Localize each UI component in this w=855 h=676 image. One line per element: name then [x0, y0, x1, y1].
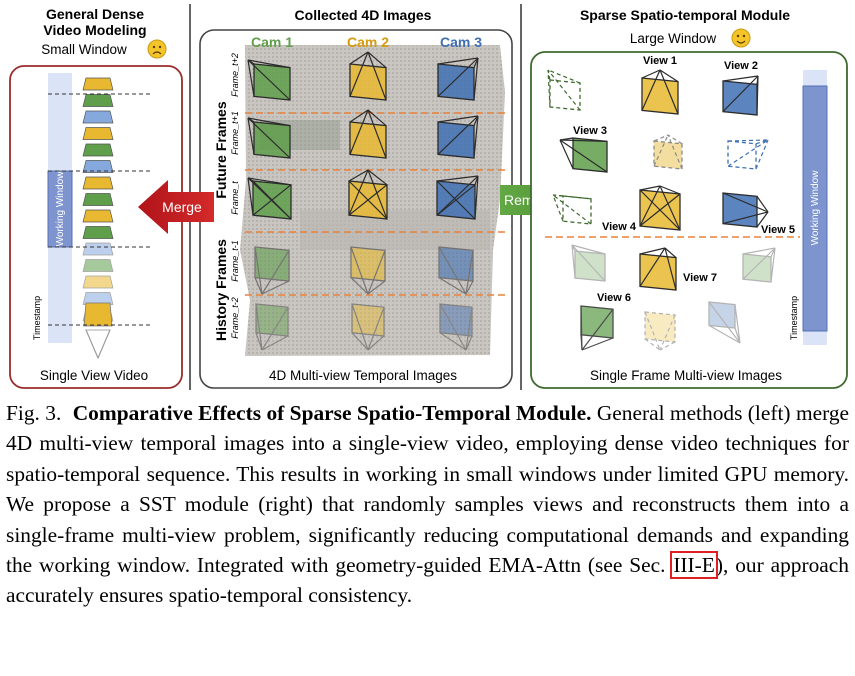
video-frame: [82, 292, 114, 305]
right-panel-box: [530, 51, 848, 389]
frame-label-t+2: Frame_t+2: [230, 53, 240, 97]
cam3-frustum: [436, 175, 479, 220]
video-frame: [82, 160, 114, 173]
working-window-large: [802, 85, 828, 332]
video-frame: [82, 176, 114, 190]
view5-label: View 5: [761, 224, 795, 236]
cam2-frustum: [349, 51, 387, 101]
view2-frustum: [722, 75, 759, 116]
video-frame: [82, 275, 114, 289]
view4-label: View 4: [602, 221, 637, 233]
merge-arrow: Merge: [138, 180, 214, 234]
view1-frustum: [641, 69, 679, 115]
view2-label: View 2: [724, 60, 758, 72]
figure-caption: Fig. 3. Comparative Effects of Sparse Sp…: [6, 398, 849, 611]
ghost-frustum: [552, 194, 592, 225]
cam1-frustum: [247, 117, 291, 159]
frame-label-t: Frame_t: [230, 181, 240, 215]
cam2-frustum: [351, 303, 385, 351]
right-panel: Sparse Spatio-temporal Module Large Wind…: [530, 7, 848, 389]
ghost-frustum: [547, 69, 581, 111]
cam2-frustum: [350, 246, 386, 295]
video-frame: [82, 193, 114, 206]
frame-label-t+1: Frame_t+1: [230, 111, 240, 155]
view6-label: View 6: [597, 292, 631, 304]
video-frame: [82, 209, 114, 223]
video-frame: [82, 94, 114, 107]
left-subtitle: Small Window: [41, 42, 127, 57]
comparison-figure: General Dense Video Modeling Small Windo…: [9, 4, 848, 390]
cam3-frustum: [437, 57, 479, 101]
ghost-frustum: [644, 311, 676, 351]
ghost-frustum: [727, 139, 769, 170]
cam1-frustum: [254, 246, 290, 295]
caption-title: Comparative Effects of Sparse Spatio-Tem…: [72, 401, 592, 425]
ghost-frustum: [708, 301, 741, 344]
cam2-frustum: [349, 109, 387, 159]
left-panel: General Dense Video Modeling Small Windo…: [9, 6, 183, 389]
video-frame: [83, 302, 113, 327]
middle-title: Collected 4D Images: [295, 7, 432, 23]
video-frame: [82, 110, 114, 124]
middle-footer: 4D Multi-view Temporal Images: [269, 368, 457, 383]
view4-frustum: [639, 185, 681, 231]
left-title-line2: Video Modeling: [43, 22, 146, 38]
frame-stack: [82, 77, 114, 327]
ghost-frustum: [653, 134, 683, 170]
view7-frustum: [639, 247, 677, 291]
caption-body-end: ), our approach accurately ensures spati…: [6, 553, 849, 608]
right-footer: Single Frame Multi-view Images: [590, 368, 782, 383]
cam1-frustum: [247, 59, 291, 101]
cam1-frustum: [247, 177, 292, 220]
frame-label-t-1: Frame_t-1: [230, 240, 240, 282]
caption-label: Fig. 3.: [6, 401, 62, 425]
view5-frustum: [722, 192, 769, 228]
video-frame: [82, 242, 114, 256]
sad-face-icon: [147, 39, 167, 59]
cam2-label: Cam 2: [347, 34, 389, 50]
ghost-frustum: [571, 244, 606, 282]
frame-label-t-2: Frame_t-2: [230, 297, 240, 339]
future-frames-label: Future Frames: [213, 101, 229, 198]
caption-body: General methods (left) merge 4D multi-vi…: [6, 401, 850, 578]
right-subtitle: Large Window: [630, 31, 717, 46]
working-window-small: [47, 170, 73, 248]
frame-index-labels: Frame_t+2 Frame_t+1 Frame_t Frame_t-1 Fr…: [230, 53, 240, 339]
video-frame: [82, 143, 114, 157]
cam2-frustum: [348, 169, 388, 220]
view-grid: [547, 69, 776, 351]
video-frame: [82, 77, 114, 91]
video-frame: [82, 226, 114, 239]
section-reference-link[interactable]: III-E: [670, 551, 718, 580]
video-frame: [82, 127, 114, 140]
camera-grid: [247, 51, 479, 351]
merge-label: Merge: [162, 199, 202, 215]
cam3-label: Cam 3: [440, 34, 482, 50]
smile-face-icon: [731, 28, 751, 48]
timestamp-label-right: Timestamp: [789, 296, 799, 340]
cam1-frustum: [255, 303, 289, 351]
cam3-frustum: [439, 303, 473, 351]
view6-frustum: [580, 305, 614, 351]
middle-panel: Collected 4D Images Cam 1 Cam 2 Cam 3 Fu…: [199, 7, 513, 389]
working-window-label-right: Working Window: [810, 170, 821, 246]
cam3-frustum: [437, 115, 479, 159]
left-title-line1: General Dense: [46, 6, 144, 22]
cam3-frustum: [438, 246, 474, 295]
video-frame: [82, 259, 114, 272]
view1-label: View 1: [643, 55, 677, 67]
ghost-frustum: [742, 247, 776, 283]
right-title: Sparse Spatio-temporal Module: [580, 7, 790, 23]
view3-label: View 3: [573, 125, 607, 137]
timestamp-label-left: Timestamp: [32, 296, 42, 340]
view7-label: View 7: [683, 272, 717, 284]
working-window-label-left: Working Window: [55, 171, 66, 247]
left-footer: Single View Video: [40, 368, 148, 383]
view3-frustum: [559, 137, 608, 173]
cam1-label: Cam 1: [251, 34, 293, 50]
history-frames-label: History Frames: [213, 239, 229, 341]
